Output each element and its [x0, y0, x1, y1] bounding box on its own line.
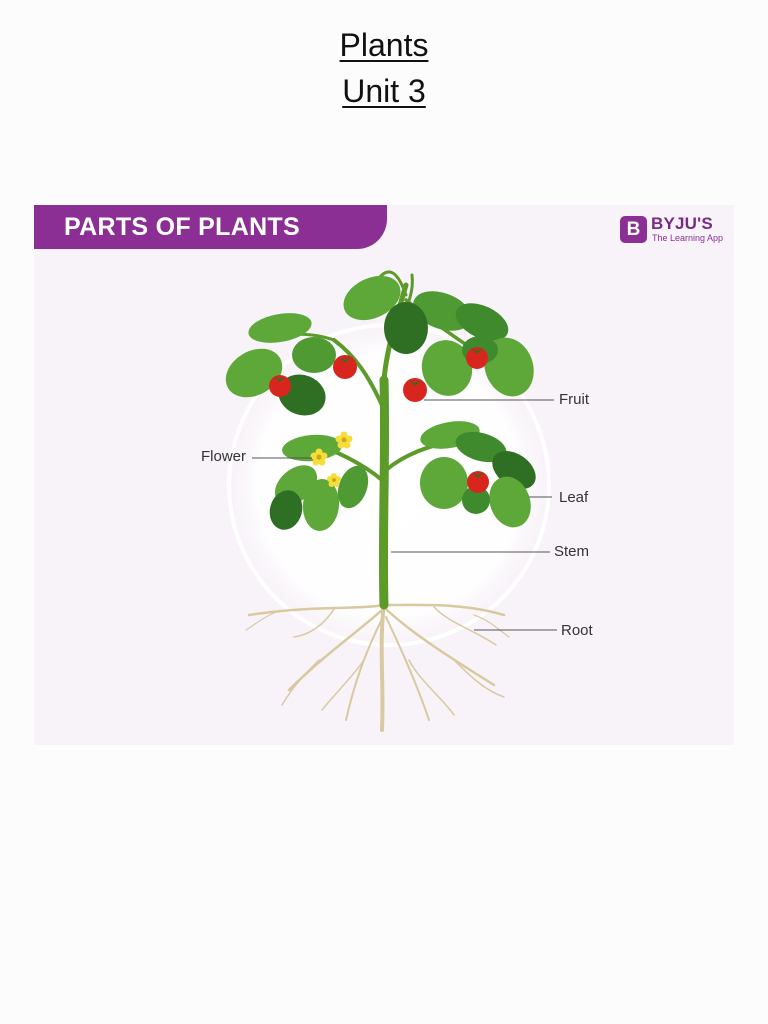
label-fruit: Fruit	[559, 391, 589, 408]
tomato-fruit	[467, 471, 489, 493]
tomato-fruit	[333, 355, 357, 379]
parts-of-plants-figure: PARTS OF PLANTS B BYJU'S The Learning Ap…	[34, 205, 734, 745]
label-stem: Stem	[554, 543, 590, 560]
yellow-flower-icon	[327, 473, 341, 487]
byjus-logo-mark: B	[620, 216, 647, 243]
plant-illustration	[224, 270, 557, 732]
plant-roots	[245, 601, 510, 732]
plant-leaves	[225, 275, 534, 416]
yellow-flower-icon	[310, 448, 328, 466]
byjus-logo-name: BYJU'S	[651, 214, 713, 233]
tomato-fruit	[466, 347, 488, 369]
plant-fruits	[269, 347, 489, 493]
byjus-logo-tagline: The Learning App	[652, 233, 724, 243]
tomato-fruit	[269, 375, 291, 397]
label-root: Root	[561, 622, 593, 639]
label-leaf: Leaf	[559, 489, 589, 506]
yellow-flower-icon	[335, 431, 353, 449]
figure-banner: PARTS OF PLANTS	[34, 205, 387, 249]
document-subtitle: Unit 3	[342, 73, 426, 109]
document-title: Plants	[339, 27, 429, 63]
tomato-fruit	[403, 378, 427, 402]
label-flower: Flower	[201, 448, 247, 465]
plant-flowers	[310, 431, 353, 487]
label-leader-lines	[252, 399, 557, 631]
plant-lower-right-leaves	[420, 421, 536, 528]
byjus-logo: B BYJU'S The Learning App	[620, 214, 730, 248]
document-title-block: Plants Unit 3	[0, 22, 768, 114]
